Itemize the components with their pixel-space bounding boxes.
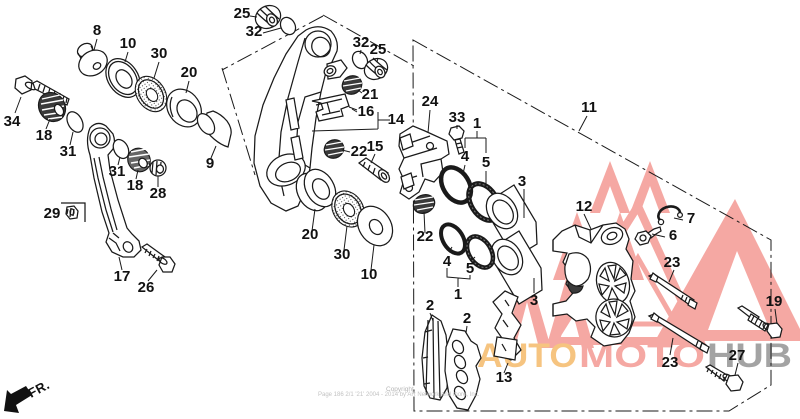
svg-text:4: 4 — [461, 148, 470, 165]
svg-text:1: 1 — [454, 286, 462, 303]
svg-text:6: 6 — [669, 227, 677, 244]
svg-text:15: 15 — [367, 138, 384, 155]
svg-text:AUTO: AUTO — [477, 337, 577, 375]
svg-text:2: 2 — [463, 310, 471, 327]
svg-text:27: 27 — [729, 347, 746, 364]
svg-text:32: 32 — [246, 23, 263, 40]
svg-text:18: 18 — [127, 177, 144, 194]
svg-text:25: 25 — [234, 5, 251, 22]
svg-text:18: 18 — [36, 127, 53, 144]
svg-text:3: 3 — [530, 292, 538, 309]
svg-text:30: 30 — [151, 45, 168, 62]
svg-text:5: 5 — [466, 260, 474, 277]
svg-text:30: 30 — [334, 246, 351, 263]
svg-text:Page 186 2/1 '21' 2004 - 2014: Page 186 2/1 '21' 2004 - 2014 by AR Netw… — [318, 392, 480, 398]
svg-text:32: 32 — [353, 34, 370, 51]
svg-text:14: 14 — [388, 111, 405, 128]
svg-text:9: 9 — [206, 155, 214, 172]
svg-text:25: 25 — [370, 41, 387, 58]
svg-text:22: 22 — [351, 143, 368, 160]
svg-text:31: 31 — [60, 143, 77, 160]
svg-text:20: 20 — [302, 226, 319, 243]
svg-text:23: 23 — [662, 354, 679, 371]
svg-text:10: 10 — [120, 35, 137, 52]
svg-text:2: 2 — [426, 297, 434, 314]
svg-text:11: 11 — [581, 99, 597, 116]
svg-text:7: 7 — [687, 210, 695, 227]
svg-text:10: 10 — [361, 266, 378, 283]
svg-text:12: 12 — [576, 198, 593, 215]
svg-text:34: 34 — [4, 113, 21, 130]
svg-text:MOTO: MOTO — [579, 337, 705, 375]
svg-text:23: 23 — [664, 254, 681, 271]
svg-text:33: 33 — [449, 109, 466, 126]
svg-text:1: 1 — [473, 115, 481, 132]
svg-text:19: 19 — [766, 293, 783, 310]
svg-text:Copyright: Copyright — [386, 386, 414, 393]
svg-text:22: 22 — [417, 228, 434, 245]
svg-text:31: 31 — [109, 163, 126, 180]
svg-text:24: 24 — [422, 93, 439, 110]
svg-text:21: 21 — [362, 86, 379, 103]
svg-text:16: 16 — [358, 103, 375, 120]
svg-text:HUB: HUB — [707, 337, 792, 375]
svg-text:28: 28 — [150, 185, 167, 202]
svg-text:4: 4 — [443, 253, 452, 270]
svg-text:20: 20 — [181, 64, 198, 81]
svg-text:17: 17 — [114, 268, 131, 285]
svg-text:8: 8 — [93, 22, 101, 39]
svg-text:13: 13 — [496, 369, 513, 386]
svg-text:26: 26 — [138, 279, 155, 296]
svg-text:5: 5 — [482, 154, 490, 171]
svg-text:3: 3 — [518, 173, 526, 190]
svg-text:29: 29 — [44, 205, 61, 222]
